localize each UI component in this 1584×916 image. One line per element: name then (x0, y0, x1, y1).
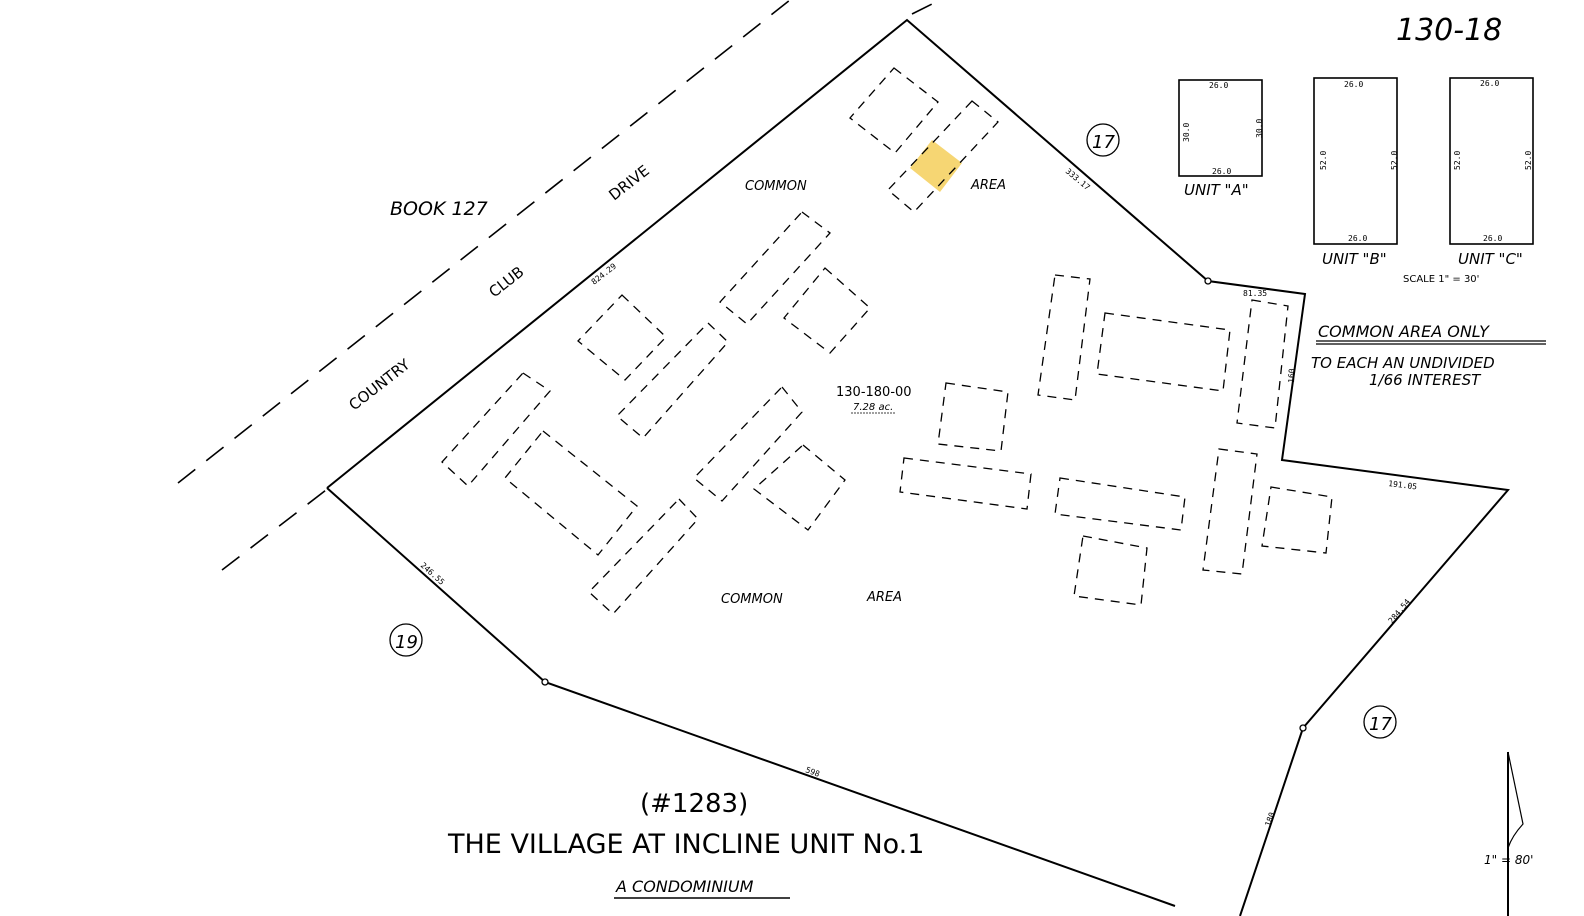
svg-text:UNIT "B": UNIT "B" (1322, 250, 1387, 268)
svg-text:UNIT "C": UNIT "C" (1458, 250, 1523, 268)
parcel-area: 7.28 ac. (853, 402, 893, 413)
svg-text:30.0: 30.0 (1255, 119, 1264, 138)
svg-text:26.0: 26.0 (1209, 81, 1228, 90)
dimension-label: 284.54 (1387, 597, 1413, 625)
page-number: 130-18 (1396, 13, 1502, 48)
svg-text:19: 19 (395, 632, 418, 653)
svg-text:26.0: 26.0 (1344, 80, 1363, 89)
adjacent-parcel-17-ne[interactable]: 17 (1086, 123, 1120, 157)
dimension-label: 81.35 (1243, 289, 1267, 298)
svg-text:52.0: 52.0 (1453, 151, 1462, 170)
dimension-label: 333.17 (1064, 167, 1092, 193)
road-label-club: CLUB (485, 263, 527, 301)
notes-line-1: TO EACH AN UNDIVIDED (1311, 354, 1495, 372)
notes-heading: COMMON AREA ONLY (1318, 322, 1490, 341)
svg-text:17: 17 (1369, 714, 1392, 735)
boundary-corner-marker (1299, 724, 1307, 732)
parcel-boundary-east (326, 18, 1510, 916)
adjacent-parcel-19[interactable]: 19 (389, 623, 423, 657)
road-label-country: COUNTRY (345, 355, 414, 414)
svg-text:30.0: 30.0 (1182, 123, 1191, 142)
notes-line-2: 1/66 INTEREST (1369, 371, 1482, 389)
unit-a-diagram: 26.0 26.0 30.0 30.0 UNIT "A" (1178, 79, 1264, 199)
north-arrow-icon (1507, 751, 1524, 916)
svg-text:26.0: 26.0 (1348, 234, 1367, 243)
dimension-label: 191.05 (1388, 479, 1418, 491)
svg-text:52.0: 52.0 (1524, 151, 1533, 170)
common-area-label: AREA (866, 590, 902, 605)
svg-text:17: 17 (1092, 132, 1115, 153)
boundary-corner-marker (1204, 277, 1212, 285)
building-footprints (441, 67, 1333, 615)
document-number: (#1283) (640, 789, 748, 819)
map-scale: 1" = 80' (1484, 853, 1533, 867)
svg-text:52.0: 52.0 (1319, 151, 1328, 170)
parcel-number[interactable]: 130-180-00 (836, 385, 912, 400)
map-subtitle: A CONDOMINIUM (615, 877, 754, 896)
dimension-label: 160 (1287, 368, 1297, 383)
dimension-label: 598 (804, 765, 821, 778)
road-row-line-lower (221, 486, 331, 571)
svg-text:26.0: 26.0 (1483, 234, 1502, 243)
common-area-label: COMMON (745, 179, 807, 194)
common-area-label: COMMON (721, 592, 783, 607)
road-label-drive: DRIVE (605, 162, 652, 205)
svg-text:26.0: 26.0 (1480, 79, 1499, 88)
road-row-line-upper (177, 0, 791, 484)
common-area-label: AREA (970, 178, 1006, 193)
svg-text:UNIT "A": UNIT "A" (1184, 181, 1249, 199)
boundary-corner-marker (541, 678, 549, 686)
adjacent-parcel-17-se[interactable]: 17 (1363, 705, 1397, 739)
highlighted-unit[interactable] (910, 140, 962, 192)
svg-text:52.0: 52.0 (1390, 151, 1399, 170)
unit-scale: SCALE 1" = 30' (1403, 274, 1479, 285)
svg-text:26.0: 26.0 (1212, 167, 1231, 176)
map-title: THE VILLAGE AT INCLINE UNIT No.1 (447, 829, 924, 860)
book-reference: BOOK 127 (390, 198, 488, 220)
road-row-line-upper-right (911, 0, 941, 15)
unit-b-diagram: 26.0 26.0 52.0 52.0 UNIT "B" (1313, 77, 1399, 268)
unit-c-diagram: 26.0 26.0 52.0 52.0 UNIT "C" (1449, 77, 1534, 268)
